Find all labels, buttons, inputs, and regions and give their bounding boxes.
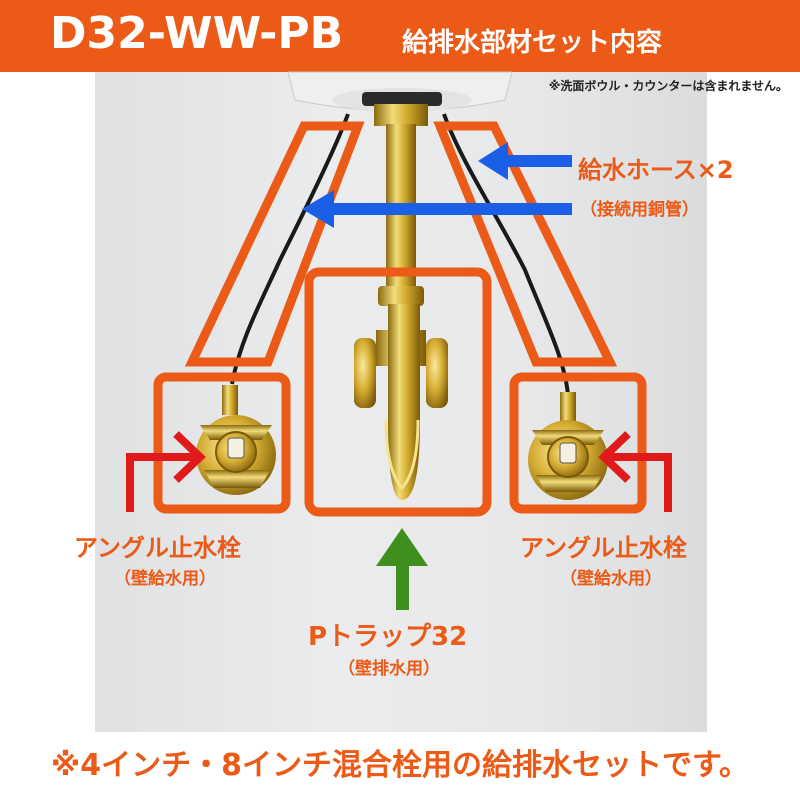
supply-hose-arrow-lower [302, 190, 572, 228]
page-title: 給排水部材セット内容 [402, 28, 663, 58]
angle-valve-right-frame [509, 372, 647, 514]
exclusion-note: ※洗面ボウル・カウンターは含まれません。 [548, 79, 788, 93]
angle-valve-arrow-left [126, 431, 206, 512]
angle-valve-arrow-right [598, 431, 672, 512]
supply-hose-sublabel: （接続用銅管） [580, 200, 699, 220]
angle-valve-right-sublabel: （壁給水用） [560, 569, 662, 589]
supply-hose-arrow-upper [478, 142, 572, 180]
angle-valve-right-label: アングル止水栓 [520, 534, 688, 562]
angle-valve-right-photo [528, 392, 608, 500]
basin-bottom [287, 71, 513, 112]
supply-hose-title: 給水ホース×2 [578, 156, 734, 184]
model-number: D32-WW-PB [50, 8, 344, 59]
p-trap-arrow [376, 528, 428, 610]
header-banner: D32-WW-PB 給排水部材セット内容 [0, 0, 800, 72]
hose-highlight-right [433, 121, 618, 367]
angle-valve-left-sublabel: （壁給水用） [114, 569, 216, 589]
angle-valve-left-frame [153, 372, 291, 514]
supply-hose-label: 給水ホース×2 [578, 150, 734, 185]
p-trap-label: Pトラップ32 [308, 622, 468, 652]
p-trap [354, 304, 448, 500]
footer-note: ※4インチ・8インチ混合栓用の給排水セットです。 [51, 748, 749, 783]
p-trap-frame [304, 267, 492, 517]
hose-highlight-left [184, 121, 365, 367]
angle-valve-left-photo [196, 385, 276, 495]
angle-valve-left-label: アングル止水栓 [74, 534, 242, 562]
p-trap-sublabel: （壁排水用） [338, 659, 440, 679]
